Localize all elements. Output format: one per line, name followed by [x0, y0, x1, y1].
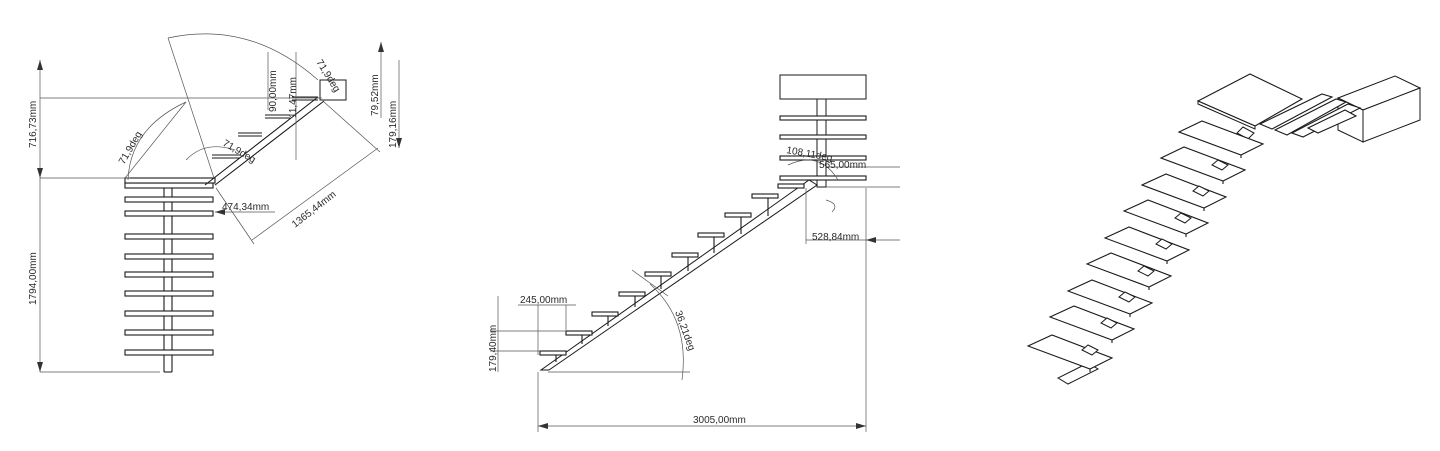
dim-lower-length: 1794,00mm — [28, 252, 39, 305]
side-tread — [751, 193, 779, 199]
dim-upper-length: 716,73mm — [28, 101, 39, 148]
iso-tread — [1048, 305, 1136, 341]
iso-treads — [1026, 120, 1265, 370]
top-tread — [124, 349, 214, 356]
dim-right-a: 79,52mm — [370, 74, 381, 116]
dim-small-offset: 11,47mm — [288, 77, 299, 118]
top-lower-treads — [124, 182, 214, 356]
dim-upper-offset: 565,00mm — [819, 160, 866, 171]
dim-pitch-angle: 36,21deg — [672, 309, 697, 352]
top-tread — [124, 290, 214, 297]
dim-upper-run: 528,84mm — [812, 232, 859, 243]
dim-top-angle: 90,00mm — [268, 70, 279, 112]
side-vertical-post — [816, 98, 827, 188]
side-tread — [777, 183, 805, 189]
side-tread — [591, 311, 619, 317]
iso-tread — [1085, 252, 1173, 288]
top-tread — [124, 310, 214, 317]
side-tread — [539, 350, 567, 356]
side-upper-landing — [779, 74, 867, 100]
iso-tread — [1140, 173, 1228, 209]
side-tread — [671, 252, 699, 258]
top-landing — [124, 177, 216, 184]
side-tread — [565, 330, 593, 336]
dim-step-angle-a: 71,9deg — [221, 138, 258, 166]
side-tread — [724, 212, 752, 218]
iso-tread — [1159, 146, 1247, 182]
side-tread — [644, 271, 672, 277]
top-tread — [124, 210, 214, 217]
side-treads — [539, 183, 805, 356]
top-tread — [124, 271, 214, 278]
top-upper-landing — [319, 79, 347, 101]
top-view: 716,73mm 1794,00mm 71,9deg 71,9deg 71,9d… — [28, 33, 402, 373]
top-tread — [124, 253, 214, 260]
dim-total-run: 3005,00mm — [693, 415, 746, 426]
iso-tread — [1103, 226, 1191, 262]
iso-tread — [1066, 279, 1154, 315]
side-tread — [618, 291, 646, 297]
dim-right-b: 179,16mm — [388, 101, 399, 148]
dim-riser-height: 179,40mm — [488, 325, 499, 372]
top-tread — [124, 182, 214, 189]
dim-stringer-length: 1365,44mm — [290, 189, 338, 230]
top-tread — [124, 329, 214, 336]
iso-tread — [1122, 199, 1210, 235]
iso-view — [1026, 73, 1422, 385]
top-tread — [124, 233, 214, 240]
top-upper-stringer — [204, 96, 319, 186]
iso-tread — [1026, 334, 1114, 370]
iso-tread — [1177, 120, 1265, 156]
side-main-stringer — [539, 179, 818, 371]
side-view: 245,00mm 179,40mm 36,21deg 3005,00mm 108… — [488, 74, 900, 432]
dim-landing-width: 474,34mm — [222, 202, 269, 213]
dim-tread-depth: 245,00mm — [520, 295, 567, 306]
side-tread — [697, 232, 725, 238]
